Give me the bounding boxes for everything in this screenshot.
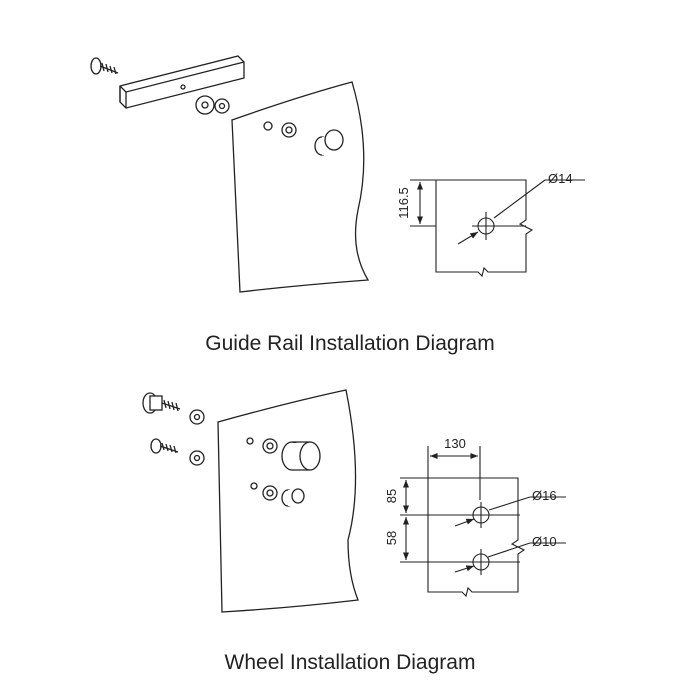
washer-pair: [195, 95, 230, 115]
panel-hole: [266, 442, 274, 450]
guide-rail-detail: 116.5 Ø14: [396, 171, 585, 278]
washer: [193, 413, 201, 421]
guide-rail: [119, 55, 245, 109]
screw: [142, 392, 181, 414]
screw: [90, 57, 119, 75]
panel-hole: [263, 121, 273, 131]
screw: [150, 438, 179, 454]
washer: [193, 454, 201, 462]
guide-rail-caption: Guide Rail Installation Diagram: [205, 332, 495, 355]
dim-top-label: 85: [384, 489, 399, 503]
dim-diameter-top-label: Ø16: [532, 488, 557, 503]
wheel-caption: Wheel Installation Diagram: [224, 651, 476, 674]
dim-width-label: 130: [444, 436, 466, 451]
wheel-detail: 130 85 58 Ø16 Ø10: [384, 436, 566, 598]
dim-height-label: 116.5: [396, 187, 411, 219]
guide-rail-illustration: [90, 55, 370, 293]
detail-panel: [435, 179, 534, 278]
dim-spacing-label: 58: [384, 531, 399, 545]
stopper: [281, 488, 305, 507]
panel-hole: [285, 126, 293, 134]
dim-diameter-label: Ø14: [548, 171, 573, 186]
detail-panel: [427, 477, 526, 598]
panel-hole: [250, 482, 258, 490]
panel-hole: [266, 489, 274, 497]
dim-diameter-bottom-label: Ø10: [532, 534, 557, 549]
wheel-illustration: [142, 389, 359, 613]
wheel: [281, 441, 321, 471]
panel-hole: [246, 437, 254, 445]
glass-panel: [231, 81, 370, 293]
mounting-knob: [314, 129, 344, 156]
